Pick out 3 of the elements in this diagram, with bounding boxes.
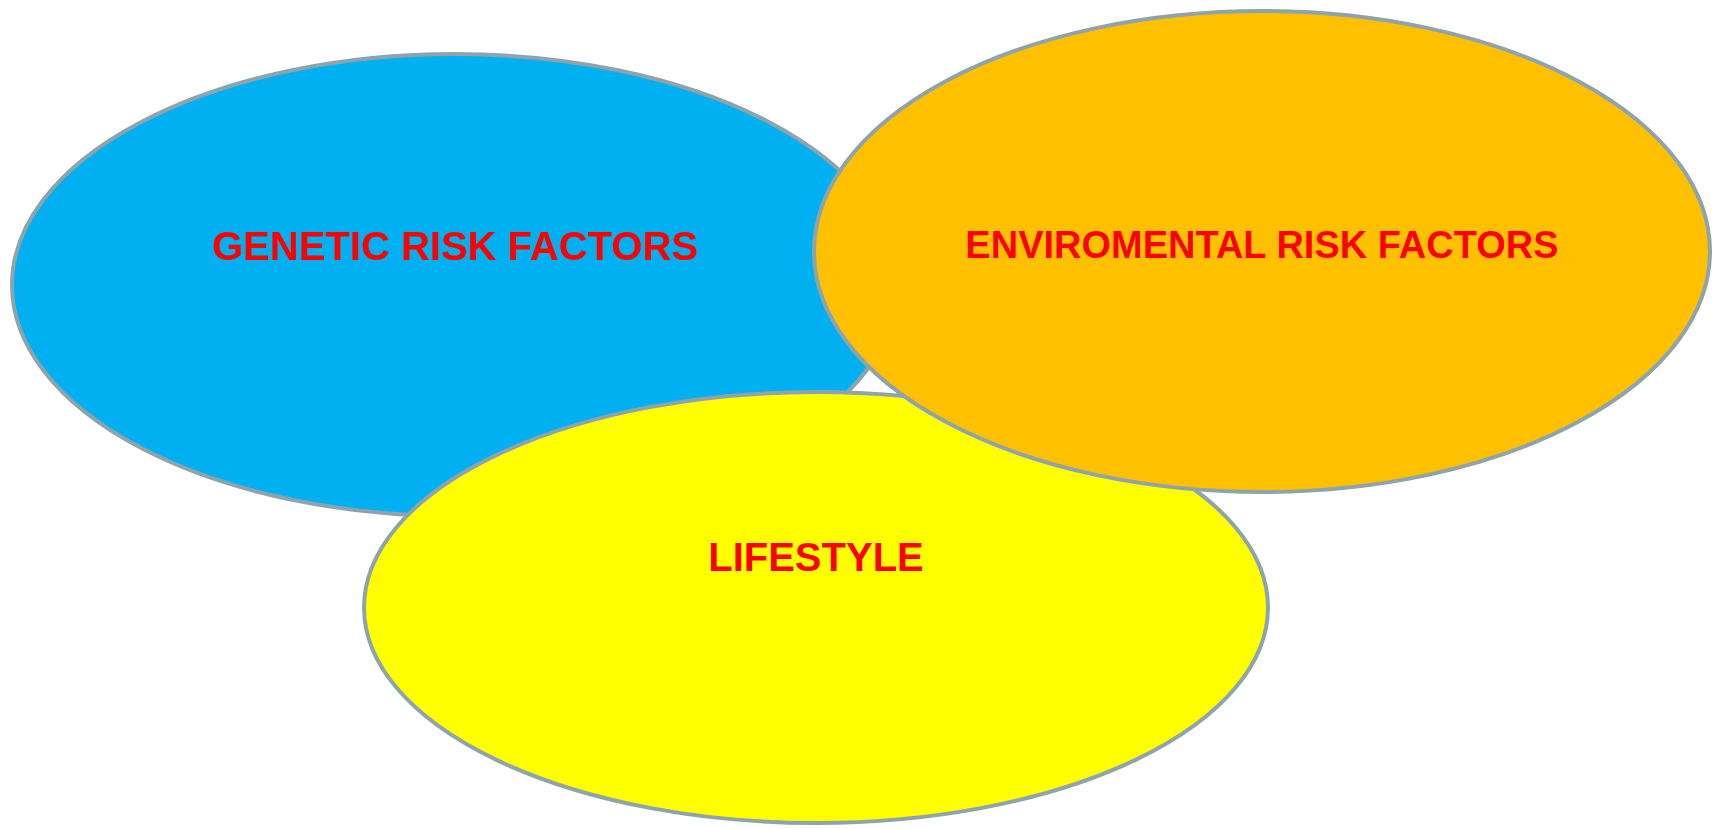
ellipse-label: LIFESTYLE (708, 535, 924, 580)
ellipse-label: GENETIC RISK FACTORS (212, 224, 698, 269)
ellipse-label: ENVIROMENTAL RISK FACTORS (965, 224, 1559, 267)
